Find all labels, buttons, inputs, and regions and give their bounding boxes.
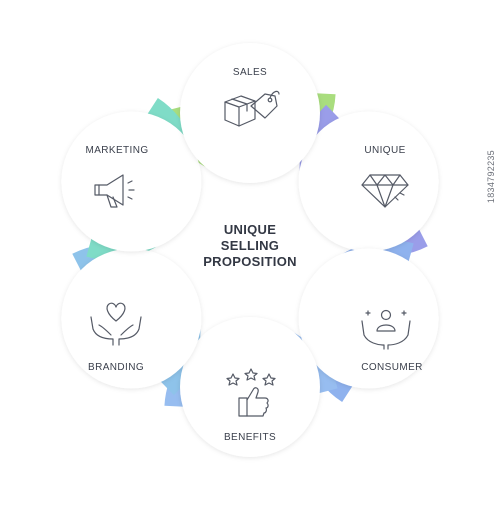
label-branding: BRANDING xyxy=(88,362,144,373)
label-consumer: CONSUMER xyxy=(361,362,423,373)
label-benefits: BENEFITS xyxy=(223,432,277,443)
center-title: UNIQUE SELLING PROPOSITION xyxy=(203,222,297,270)
hands-person-icon xyxy=(358,307,414,351)
label-unique: UNIQUE xyxy=(364,145,406,156)
center-title-line-2: SELLING xyxy=(220,238,280,253)
label-marketing: MARKETING xyxy=(85,145,149,156)
circle-benefits xyxy=(180,317,320,457)
circle-unique xyxy=(298,111,439,252)
megaphone-icon xyxy=(93,169,137,211)
center-title-line-3: PROPOSITION xyxy=(203,254,297,269)
stock-id: 1834792235 xyxy=(486,150,496,204)
label-sales: SALES xyxy=(232,67,268,78)
circle-sales xyxy=(180,43,320,183)
thumbs-up-stars-icon xyxy=(225,368,277,420)
package-tag-icon xyxy=(221,86,281,134)
hands-heart-icon xyxy=(87,299,145,347)
diamond-icon xyxy=(360,167,410,209)
center-title-line-1: UNIQUE xyxy=(223,222,277,237)
circle-branding xyxy=(61,248,202,389)
circle-consumer xyxy=(298,248,439,389)
